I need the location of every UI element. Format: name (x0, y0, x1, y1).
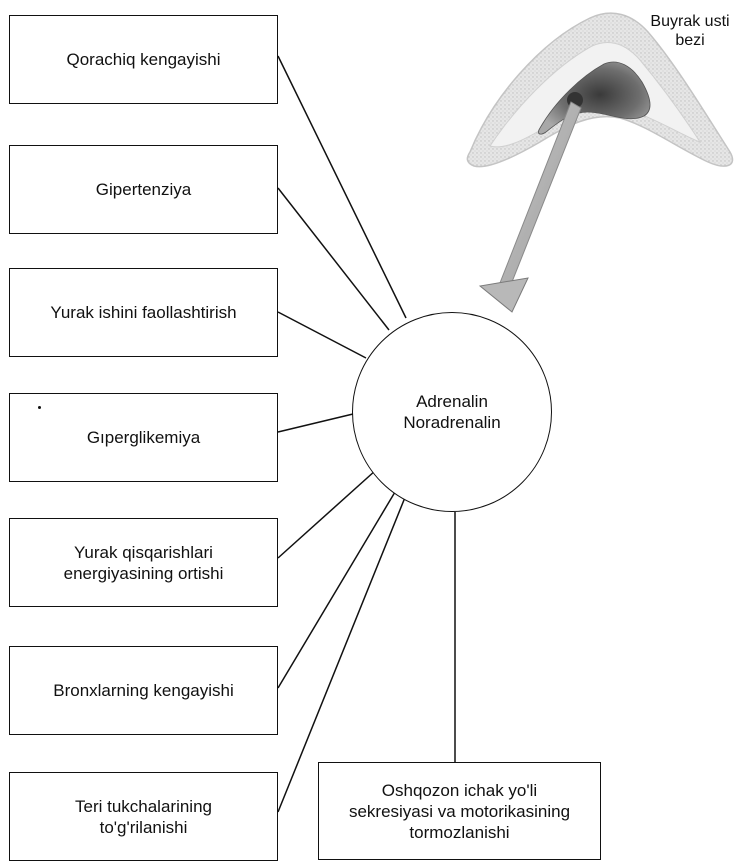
connector-line-hyperglycemia (277, 413, 354, 433)
hormone-hub-circle: Adrenalin Noradrenalin (352, 312, 552, 512)
effect-box-hypertension: Gipertenziya (9, 145, 278, 234)
effect-box-hyperglycemia: Gıperglikemiya (9, 393, 278, 482)
effect-box-gi-tract-inhibition: Oshqozon ichak yo'li sekresiyasi va moto… (318, 762, 601, 860)
effect-label: Gıperglikemiya (86, 428, 201, 447)
connector-line-hair (277, 489, 409, 813)
effect-box-heart-activation: Yurak ishini faollashtirish (9, 268, 278, 357)
effect-label: Yurak ishini faollashtirish (50, 303, 237, 322)
effect-label: Teri tukchalarining to'g'rilanishi (74, 796, 212, 837)
connector-line-hypertension (277, 187, 390, 331)
effect-label: Gipertenziya (95, 180, 192, 199)
adrenal-gland-label: Buyrak usti bezi (650, 13, 730, 49)
effect-label: Oshqozon ichak yo'li sekresiyasi va moto… (348, 780, 571, 842)
effect-box-heart-contraction-energy: Yurak qisqarishlari energiyasining ortis… (9, 518, 278, 607)
effect-label: Bronxlarning kengayishi (53, 681, 234, 700)
hub-label: Adrenalin Noradrenalin (403, 392, 501, 432)
connector-line-bronchi (277, 486, 399, 689)
connector-line-heart-energy (277, 469, 377, 559)
effect-box-hair-erection: Teri tukchalarining to'g'rilanishi (9, 772, 278, 861)
effect-box-bronchi-dilation: Bronxlarning kengayishi (9, 646, 278, 735)
secretion-arrow (478, 101, 582, 313)
effect-label: Yurak qisqarishlari energiyasining ortis… (63, 542, 224, 583)
connector-line-pupil (277, 55, 407, 319)
effect-box-pupil-dilation: Qorachiq kengayishi (9, 15, 278, 104)
connector-line-heart-activation (277, 311, 367, 359)
effect-label: Qorachiq kengayishi (66, 50, 221, 69)
scan-dot (38, 406, 41, 409)
